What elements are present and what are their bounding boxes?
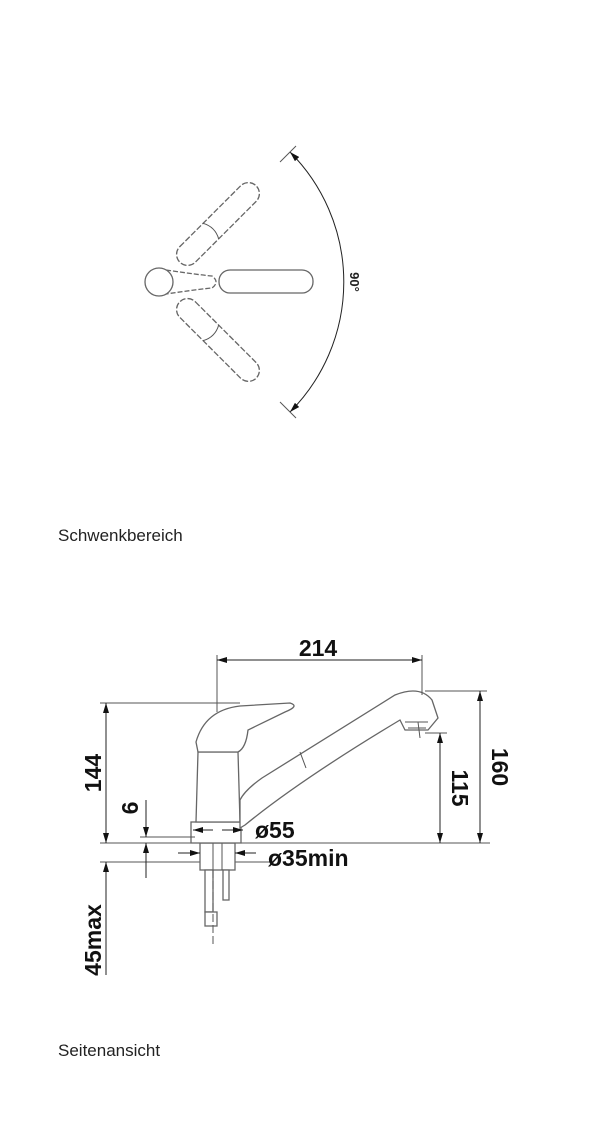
pull-out-spout — [239, 690, 439, 830]
spout-position-left — [175, 181, 261, 267]
swivel-angle-arc — [289, 151, 345, 413]
dimension-base-thickness: 6 — [117, 802, 143, 815]
faucet-body — [195, 751, 241, 823]
dimension-spout-height: 115 — [447, 769, 473, 806]
faucet-base-circle — [144, 267, 174, 297]
swivel-angle-label: 90° — [347, 272, 362, 292]
spout-position-right — [175, 297, 261, 383]
spout-position-center — [218, 269, 314, 294]
mounting-hardware — [199, 826, 236, 945]
dimension-reach: 214 — [299, 635, 338, 661]
dimension-base-diameter: ø55 — [255, 817, 295, 843]
dimension-lever-height: 144 — [80, 754, 106, 793]
swivel-range-view: 90° — [144, 145, 362, 419]
dimension-max-counter-thickness: 45max — [80, 904, 106, 976]
swivel-range-caption: Schwenkbereich — [58, 526, 183, 545]
dimension-hole-diameter: ø35min — [268, 845, 349, 871]
faucet-side — [190, 690, 439, 844]
lever-outline — [165, 269, 217, 295]
dimension-total-height: 160 — [487, 748, 513, 786]
side-view-caption: Seitenansicht — [58, 1041, 161, 1060]
side-view: 214 160 115 144 6 45max ø55 ø35min — [80, 635, 513, 976]
lever-handle — [195, 702, 295, 753]
